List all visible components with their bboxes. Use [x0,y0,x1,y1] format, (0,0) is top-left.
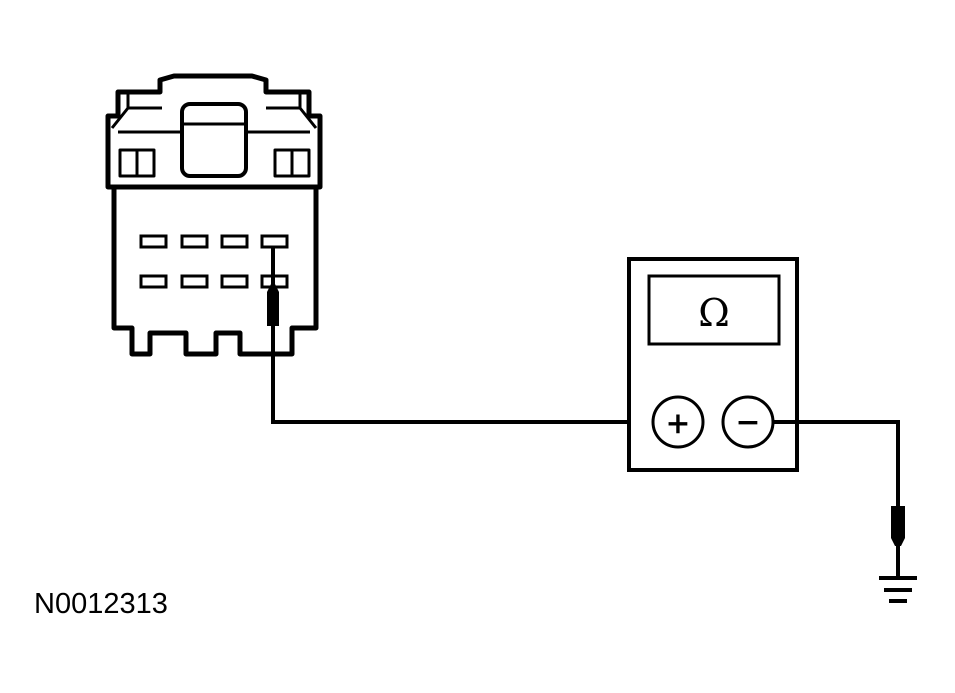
terminal-cavity [180,274,209,289]
negative-terminal-label: − [735,405,760,440]
positive-terminal-label: + [665,406,690,441]
meter-display-symbol: Ω [698,291,730,335]
terminal-cavity [180,234,209,249]
positive-lead-wire [271,326,652,424]
terminal-cavity [139,274,168,289]
terminal-cavity [220,274,249,289]
connector-icon [105,73,323,357]
positive-terminal [651,395,705,449]
figure-id-label: N0012313 [34,588,168,620]
ground-probe-icon [891,506,905,577]
ohmmeter-icon: Ω + − [627,257,799,472]
ground-icon [879,576,917,603]
probe-icon [267,248,279,326]
negative-lead-wire [773,420,900,506]
terminal-cavity [139,234,168,249]
meter-display [647,274,781,346]
terminal-cavity [260,234,289,249]
terminal-cavity [220,234,249,249]
